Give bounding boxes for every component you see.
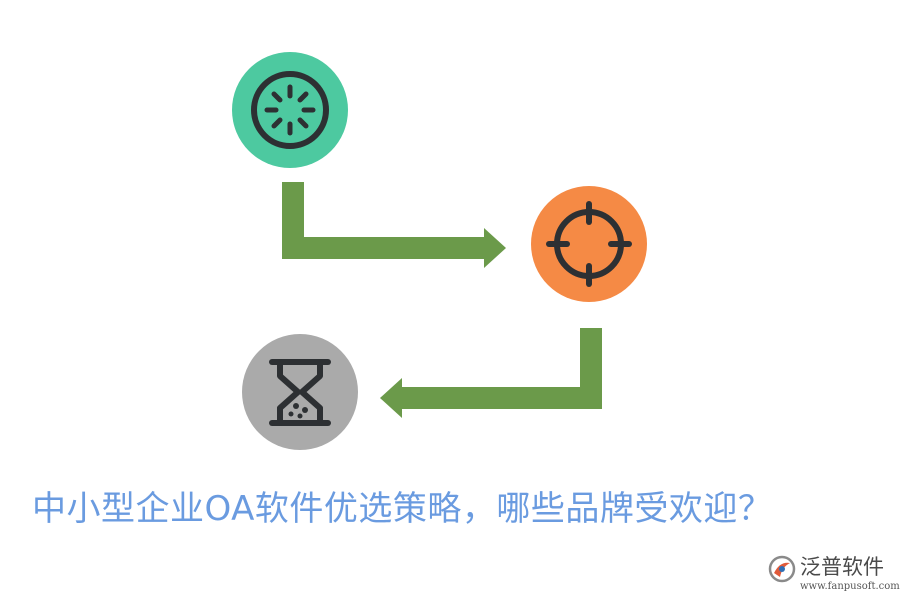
brand-url: www.fanpusoft.com — [800, 581, 900, 592]
brand-name: 泛普软件 — [800, 555, 884, 579]
loading-spinner-icon — [251, 71, 329, 149]
target-node — [531, 186, 647, 302]
connector-target-to-wait — [380, 328, 602, 418]
fanpu-logo-icon — [768, 555, 796, 583]
start-node — [232, 52, 348, 168]
crosshair-target-icon — [546, 201, 632, 287]
wait-node — [242, 334, 358, 450]
hourglass-icon — [269, 359, 331, 426]
brand-logo: 泛普软件 www.fanpusoft.com — [766, 553, 900, 597]
diagram-caption: 中小型企业OA软件优选策略，哪些品牌受欢迎？ — [32, 489, 773, 529]
connector-start-to-target — [282, 182, 506, 268]
